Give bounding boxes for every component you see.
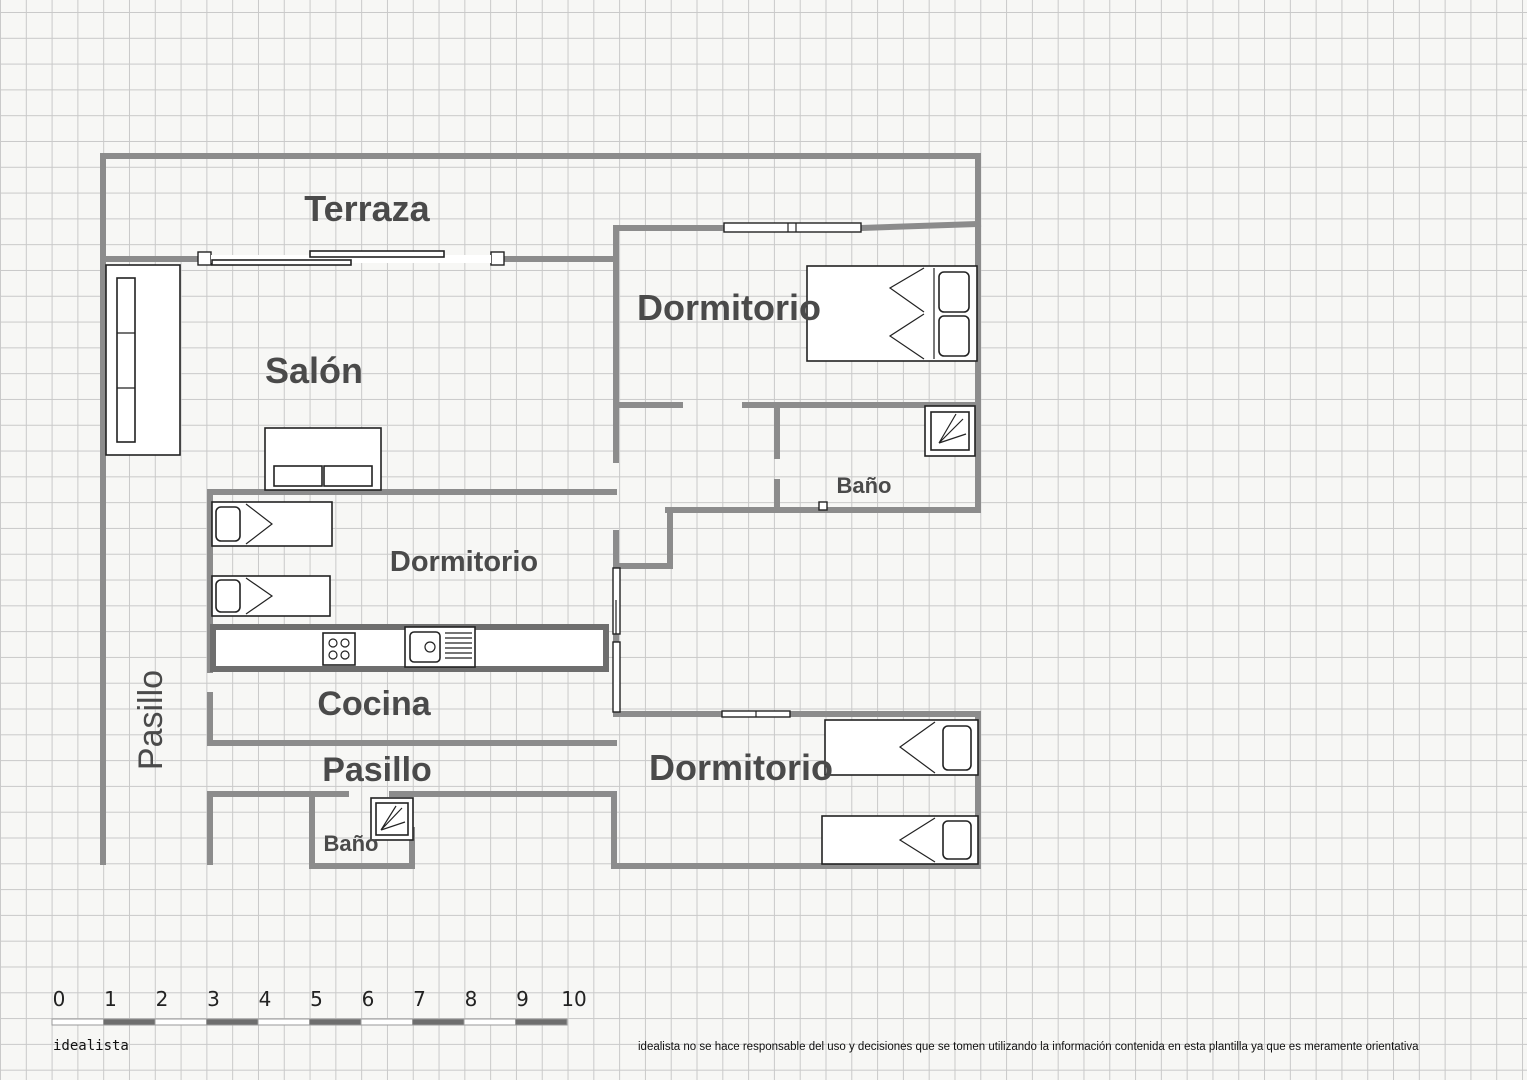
scale-tick-label: 0 [53, 987, 66, 1011]
kitchen-counter [210, 624, 609, 672]
room-labels: Terraza Salón Dormitorio Baño Dormitorio… [132, 188, 892, 856]
scale-tick-label: 6 [362, 987, 375, 1011]
double-bed [806, 265, 978, 362]
sofa-left [105, 264, 181, 456]
scale-segment [515, 1018, 568, 1026]
scale-segments [51, 1018, 568, 1026]
single-bed-4 [821, 815, 979, 865]
scale-segment [51, 1018, 104, 1026]
scale-tick-label: 4 [259, 987, 272, 1011]
scale-segment [154, 1018, 207, 1026]
scale-segment [103, 1018, 156, 1026]
label-bano-bottom: Baño [324, 831, 379, 856]
label-pasillo-horizontal: Pasillo [322, 751, 432, 789]
scale-segment [309, 1018, 362, 1026]
scale-tick-label: 7 [413, 987, 426, 1011]
scale-tick-label: 3 [207, 987, 220, 1011]
label-terraza: Terraza [304, 188, 430, 229]
wall-step [613, 507, 673, 569]
scale-segment [412, 1018, 465, 1026]
label-dormitorio-bottom: Dormitorio [649, 747, 833, 788]
scale-tick-label: 10 [561, 987, 586, 1011]
scale-segment [360, 1018, 413, 1026]
scale-tick-label: 8 [465, 987, 478, 1011]
bedroom3-window [721, 710, 791, 718]
idealista-logo: idealista [53, 1038, 129, 1054]
label-dormitorio-top: Dormitorio [637, 287, 821, 328]
scale-segment [257, 1018, 310, 1026]
shower-tray-bottom [370, 797, 414, 841]
shower-tray-right [924, 405, 976, 457]
bath-vent [818, 501, 828, 511]
single-bed-1 [211, 501, 333, 547]
scale-tick-label: 5 [310, 987, 323, 1011]
label-dormitorio-middle: Dormitorio [390, 546, 538, 578]
terrace-sliding-door [197, 250, 505, 266]
single-bed-2 [211, 575, 331, 617]
disclaimer-text: idealista no se hace responsable del uso… [638, 1041, 1419, 1053]
label-salon: Salón [265, 350, 363, 391]
scale-tick-label: 2 [156, 987, 169, 1011]
armchair [264, 427, 382, 491]
bedroom1-window [723, 222, 862, 233]
scale-tick-label: 1 [104, 987, 117, 1011]
scale-segment [463, 1018, 516, 1026]
kitchen-window [612, 567, 621, 713]
scale-tick-label: 9 [516, 987, 529, 1011]
drainboard-lines [445, 632, 472, 659]
wall-bedroom1-top [613, 220, 982, 232]
single-bed-3 [824, 719, 979, 776]
label-pasillo-vertical: Pasillo [132, 670, 170, 770]
scale-bar: 0 1 2 3 4 5 6 7 8 9 10 [51, 987, 587, 1026]
scale-ticks: 0 1 2 3 4 5 6 7 8 9 10 [53, 987, 587, 1011]
scale-segment [206, 1018, 259, 1026]
label-bano-right: Baño [837, 473, 892, 498]
label-cocina: Cocina [317, 685, 431, 723]
